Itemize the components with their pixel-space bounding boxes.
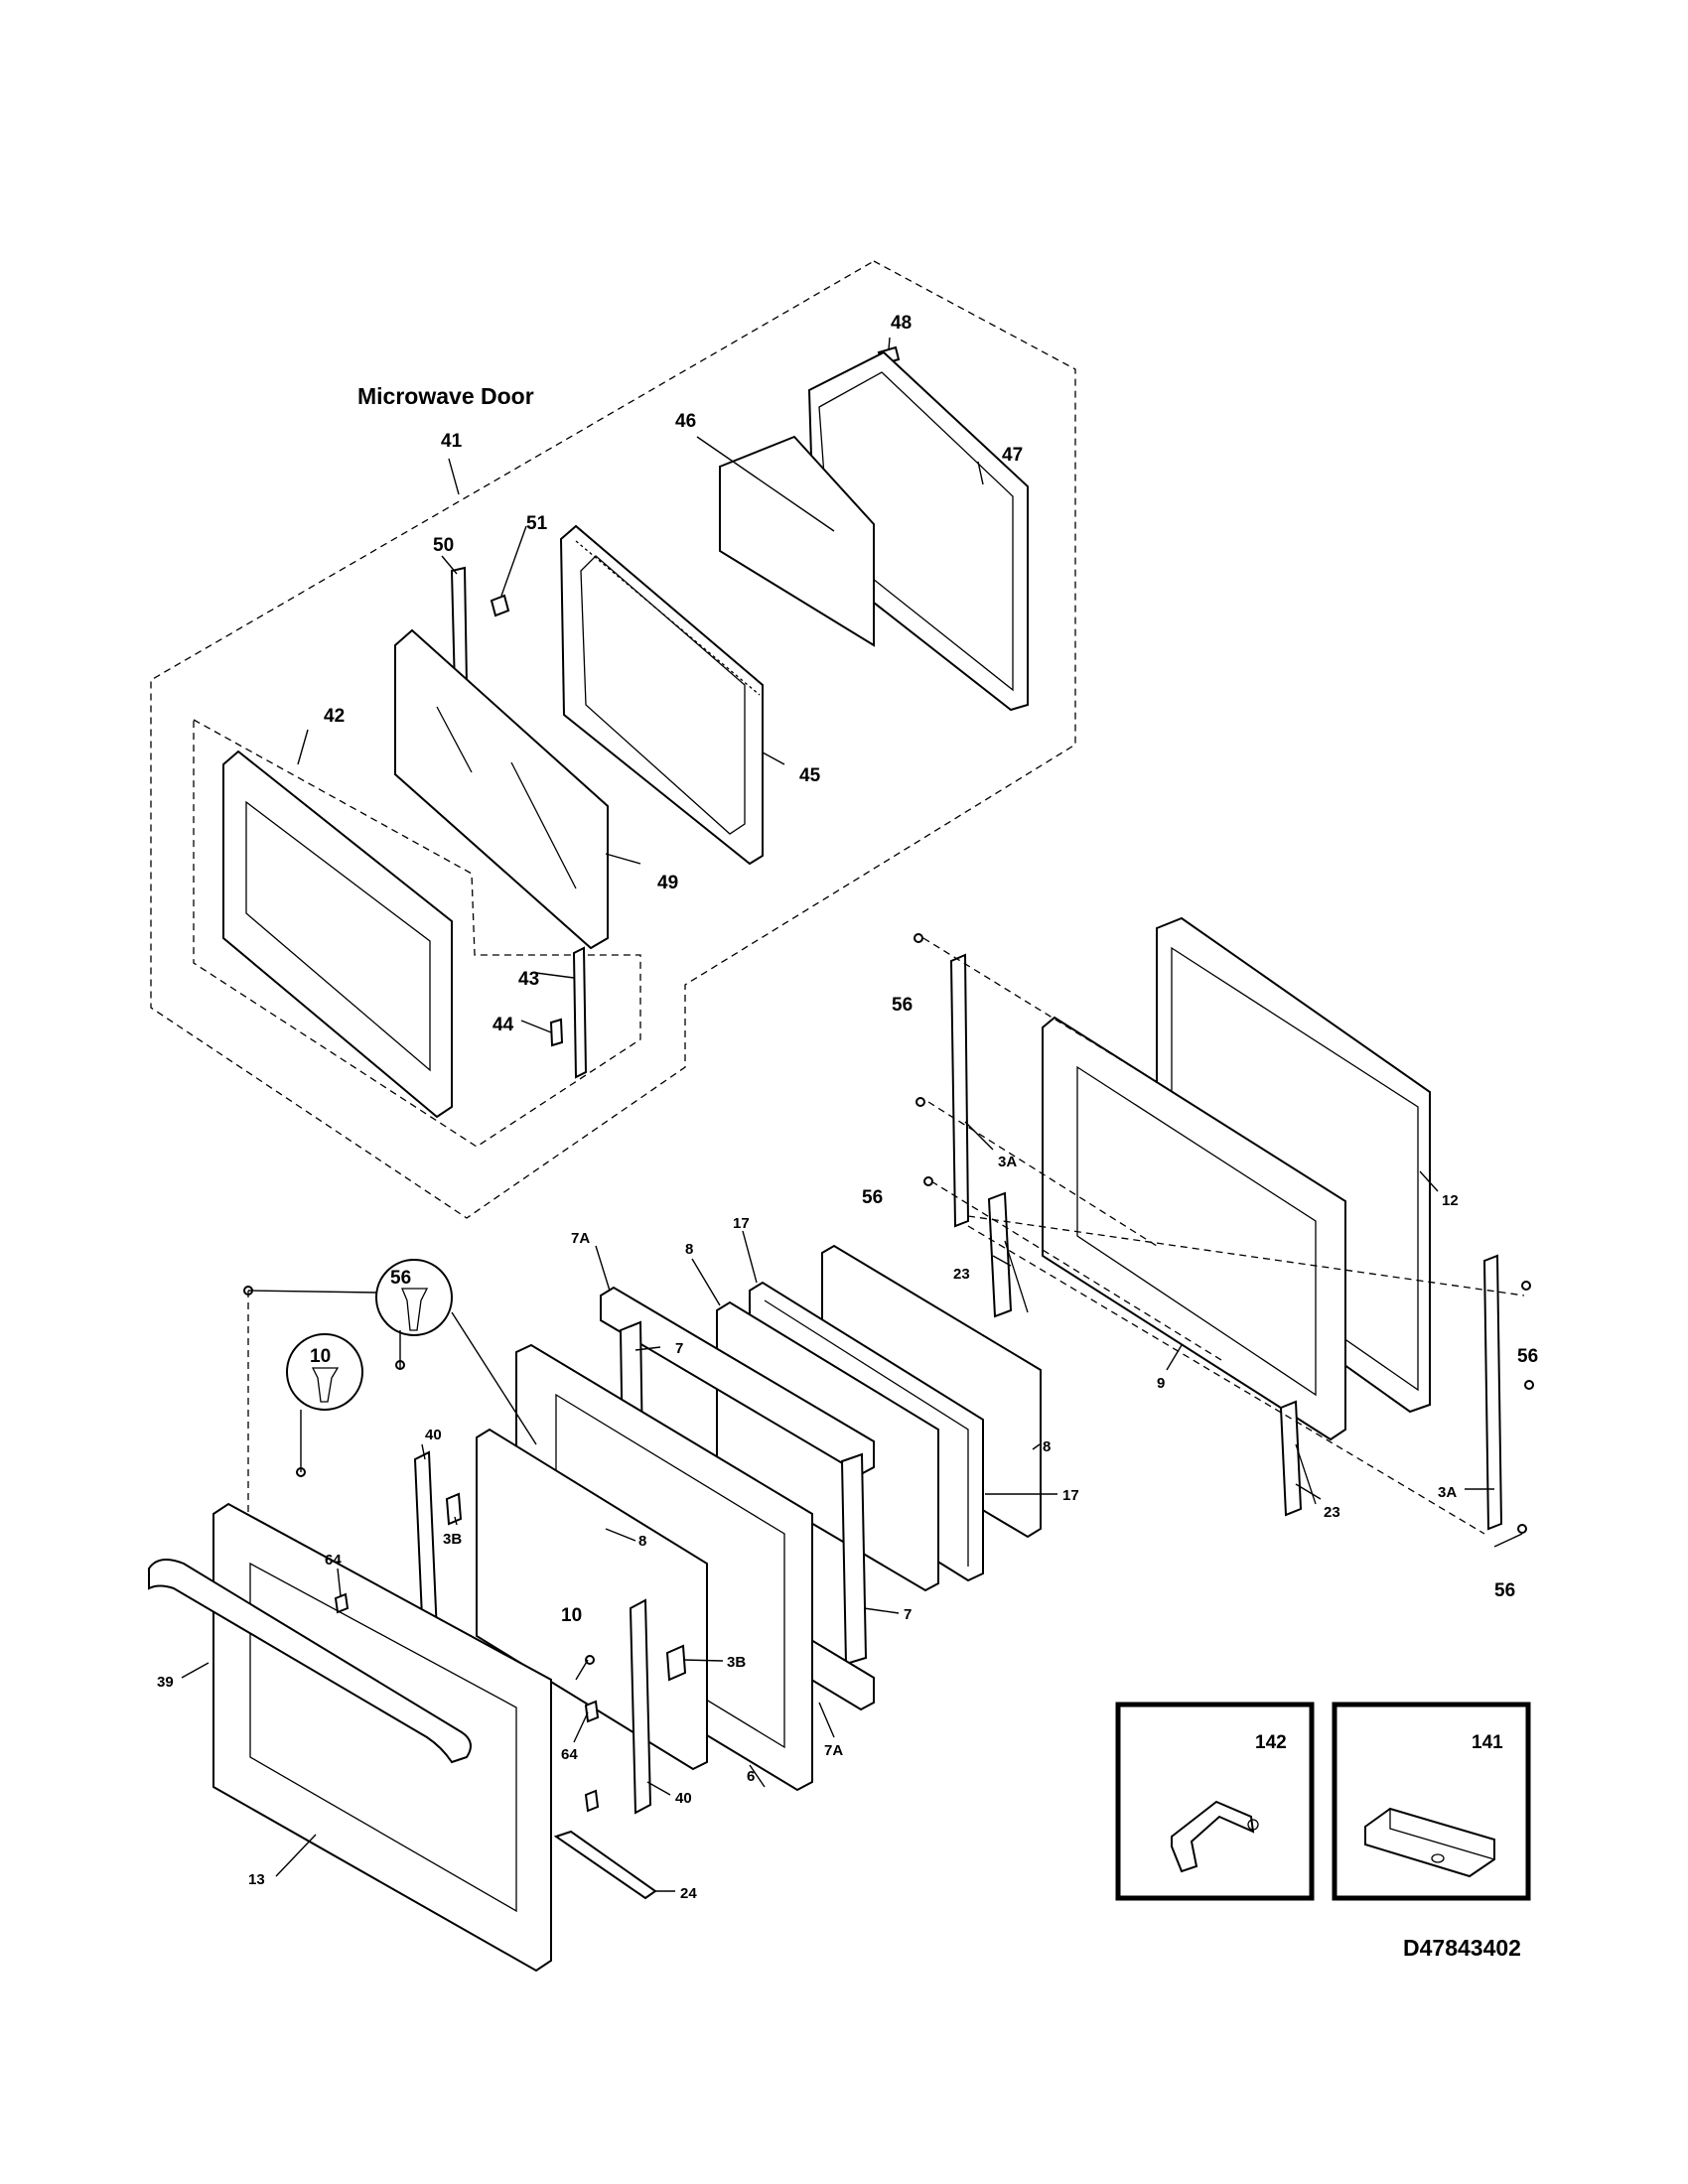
label-13: 13 (248, 1871, 265, 1888)
channel-3A-lower (1482, 1254, 1503, 1531)
label-39: 39 (157, 1674, 174, 1691)
label-8-a: 8 (685, 1241, 693, 1258)
vent-bracket-3B-left (445, 1492, 463, 1526)
label-142: 142 (1255, 1732, 1287, 1753)
label-42: 42 (324, 706, 345, 727)
label-7-a: 7 (675, 1340, 683, 1357)
label-51: 51 (526, 513, 548, 534)
screws-56-right (914, 933, 1534, 1534)
front-assembly-guides (247, 1290, 537, 1514)
leader-lines (181, 337, 1523, 1892)
label-141: 141 (1472, 1732, 1503, 1753)
label-17-a: 17 (733, 1215, 750, 1232)
screw-detail-circle-10 (286, 1333, 363, 1411)
diagram-code: D47843402 (1403, 1935, 1521, 1961)
label-23-b: 23 (1324, 1504, 1340, 1521)
label-24: 24 (680, 1885, 697, 1902)
label-46: 46 (675, 411, 696, 432)
label-49: 49 (657, 873, 678, 893)
door-handle-39 (148, 1559, 472, 1764)
label-56-b: 56 (862, 1187, 883, 1208)
label-40-b: 40 (675, 1790, 692, 1807)
glass-panel-49 (394, 628, 609, 950)
label-43: 43 (518, 969, 539, 990)
outer-door-13 (212, 1502, 552, 1973)
bracket-142 (1171, 1800, 1255, 1873)
label-3B-b: 3B (727, 1654, 746, 1671)
label-17-b: 17 (1062, 1487, 1079, 1504)
label-23-a: 23 (953, 1266, 970, 1283)
screw-detail-circle-56 (375, 1259, 453, 1336)
label-12: 12 (1442, 1192, 1459, 1209)
label-48: 48 (891, 313, 912, 334)
insulation-7A-upper (600, 1286, 875, 1476)
label-44: 44 (492, 1015, 514, 1035)
microwave-door-title: Microwave Door (357, 383, 534, 409)
glass-panel-8-front (476, 1428, 708, 1771)
label-56-a: 56 (892, 995, 913, 1016)
label-56-e: 56 (390, 1268, 411, 1289)
label-10-b: 10 (561, 1605, 582, 1626)
spacers-64 (334, 1592, 600, 1813)
latch-43 (572, 946, 588, 1079)
channel-3A-upper (949, 953, 970, 1228)
shield-film-46 (719, 435, 875, 647)
label-3B-a: 3B (443, 1531, 462, 1548)
label-41: 41 (441, 431, 463, 452)
inset-box-142: 142 (1115, 1702, 1315, 1901)
hinge-23-upper (987, 1191, 1029, 1318)
label-3A-a: 3A (998, 1154, 1017, 1170)
label-40-a: 40 (425, 1427, 442, 1443)
microwave-door-group-outline (150, 260, 1076, 1219)
latch-spring-44 (549, 1018, 564, 1047)
label-47: 47 (1002, 445, 1023, 466)
label-10-a: 10 (310, 1346, 331, 1367)
insulation-7-right (840, 1452, 868, 1666)
outer-door-panel-42 (222, 750, 453, 1119)
label-7A-a: 7A (571, 1230, 590, 1247)
vent-bracket-3B-right (665, 1644, 687, 1682)
door-inner-panel-9 (1042, 1016, 1346, 1441)
label-3A-b: 3A (1438, 1484, 1457, 1501)
label-50: 50 (433, 535, 454, 556)
label-64-b: 64 (561, 1746, 578, 1763)
label-64-a: 64 (325, 1552, 342, 1569)
inset-box-141: 141 (1332, 1702, 1531, 1901)
label-7A-b: 7A (824, 1742, 843, 1759)
rail-24 (553, 1830, 657, 1900)
screw-51 (490, 594, 510, 617)
label-7-b: 7 (904, 1606, 912, 1623)
door-frame-40-right (629, 1598, 652, 1815)
right-assembly-guides (922, 937, 1525, 1535)
label-56-c: 56 (1517, 1346, 1538, 1367)
label-9: 9 (1157, 1375, 1165, 1392)
label-6: 6 (747, 1768, 755, 1785)
label-56-d: 56 (1494, 1580, 1515, 1601)
label-8-c: 8 (638, 1533, 646, 1550)
label-8-b: 8 (1043, 1438, 1051, 1455)
label-45: 45 (799, 765, 821, 786)
inner-door-frame-45 (559, 524, 764, 866)
